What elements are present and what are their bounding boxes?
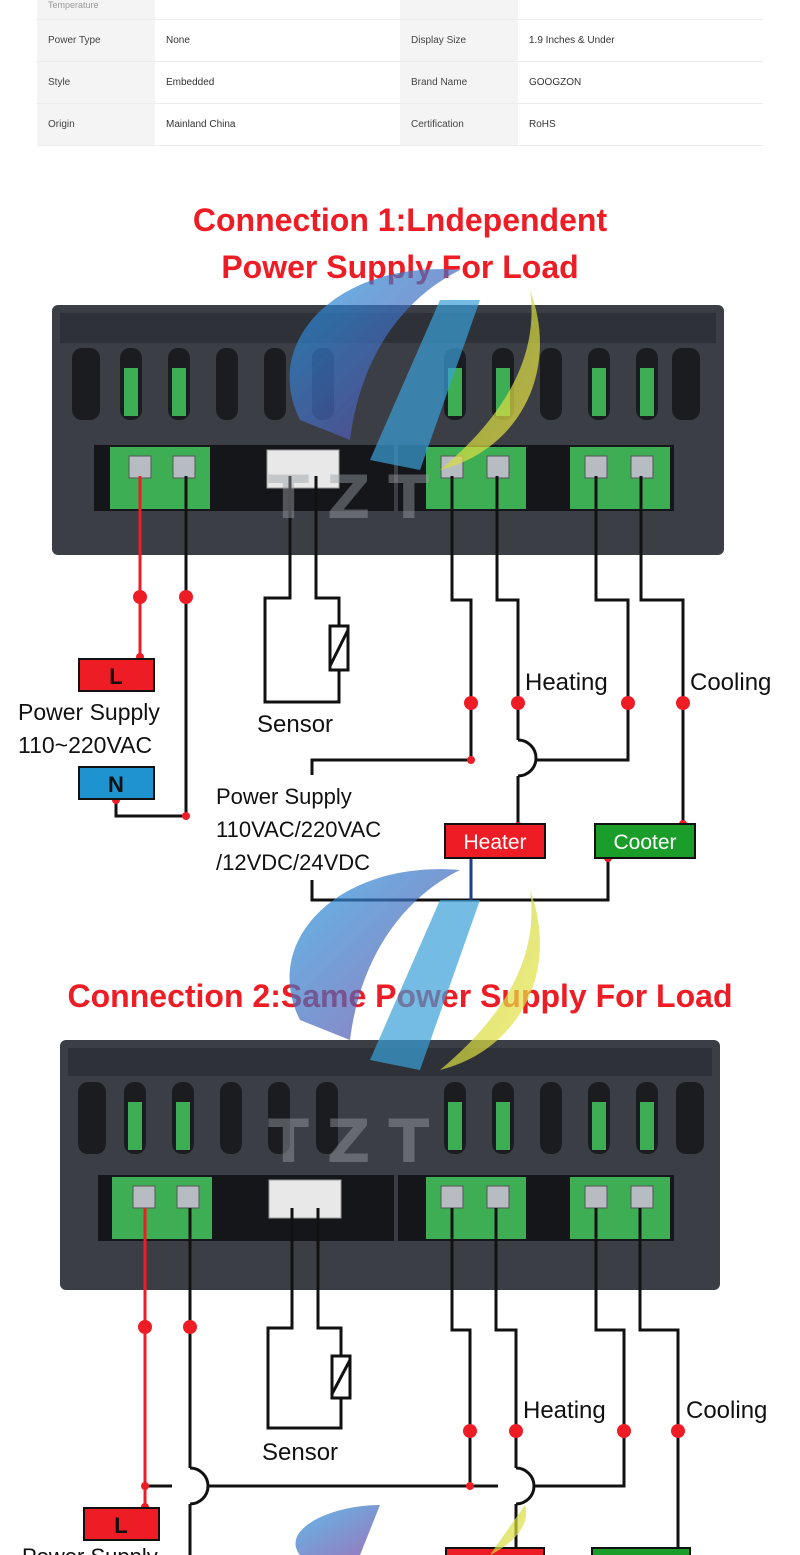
spec-table: Temperature Power Type None Display Size… — [37, 0, 763, 146]
spec-row: Power Type None Display Size 1.9 Inches … — [37, 19, 763, 62]
spec-key: Temperature — [37, 0, 155, 20]
cooling-label: Cooling — [690, 669, 771, 696]
connection-1-title-line1: Connection 1:Lndependent — [192, 202, 608, 238]
spec-value: Mainland China — [155, 103, 400, 146]
n-terminal-label: N — [78, 766, 155, 800]
terminal-blocks — [112, 1177, 670, 1239]
svg-text:L: L — [109, 664, 122, 689]
cooler-label-partial — [591, 1547, 691, 1555]
spec-key: Power Type — [37, 19, 155, 62]
svg-text:Heater: Heater — [463, 831, 526, 854]
junction-points — [138, 1320, 685, 1511]
supply-label: Power Supply — [18, 699, 160, 725]
spec-key: Certification — [400, 103, 518, 146]
spec-key: Style — [37, 61, 155, 104]
l-terminal-label: L — [78, 658, 155, 692]
load-supply-label: Power Supply — [216, 784, 352, 809]
cooler-label: Cooter — [594, 823, 696, 859]
load-supply-voltage: 110VAC/220VAC — [216, 817, 381, 842]
heater-label-partial — [445, 1547, 545, 1555]
supply-label-partial: Power Supply — [22, 1544, 158, 1555]
heater-label: Heater — [444, 823, 546, 859]
spec-row: Origin Mainland China Certification RoHS — [37, 103, 763, 146]
spec-value: GOOGZON — [518, 61, 763, 104]
svg-text:L: L — [114, 1513, 127, 1538]
sensor-label: Sensor — [262, 1439, 338, 1466]
svg-text:N: N — [108, 772, 124, 797]
spec-key: Origin — [37, 103, 155, 146]
cooling-label: Cooling — [686, 1397, 767, 1424]
sensor-icon — [330, 1354, 352, 1400]
thermostat-housing — [60, 1040, 720, 1290]
sensor-icon — [328, 624, 350, 672]
heating-label: Heating — [523, 1397, 606, 1424]
wires — [145, 1208, 680, 1555]
heating-label: Heating — [525, 669, 608, 696]
supply-voltage: 110~220VAC — [18, 732, 152, 758]
spec-row-partial: Temperature — [37, 0, 763, 20]
spec-key: Display Size — [400, 19, 518, 62]
sensor-label: Sensor — [257, 711, 333, 738]
l-terminal-label: L — [83, 1507, 160, 1541]
svg-text:Cooter: Cooter — [613, 831, 676, 854]
spec-value: 1.9 Inches & Under — [518, 19, 763, 62]
spec-value: Embedded — [155, 61, 400, 104]
spec-key: Brand Name — [400, 61, 518, 104]
spec-row: Style Embedded Brand Name GOOGZON — [37, 61, 763, 104]
spec-value: None — [155, 19, 400, 62]
spec-value: RoHS — [518, 103, 763, 146]
